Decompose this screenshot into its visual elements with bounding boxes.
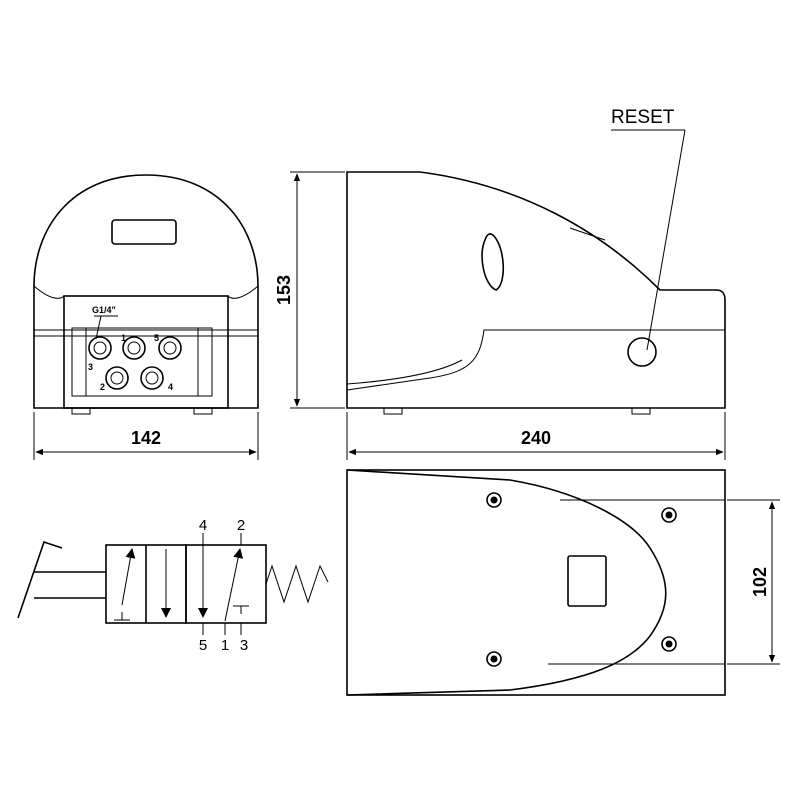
dimension-width-top: 102 bbox=[750, 567, 770, 597]
valve-symbol: 4 2 5 1 3 bbox=[17, 517, 329, 654]
front-label-window bbox=[111, 219, 177, 245]
valve-position-right bbox=[185, 544, 267, 624]
port-label-5: 5 bbox=[154, 333, 159, 343]
symbol-port-2: 2 bbox=[237, 517, 245, 534]
reset-label: RESET bbox=[611, 107, 675, 128]
screw-head bbox=[661, 507, 677, 523]
reset-leader-line bbox=[646, 129, 686, 351]
front-view: G1/4" 1 5 3 2 4 142 bbox=[33, 174, 259, 460]
pedal-profile bbox=[346, 329, 725, 391]
thread-size-label: G1/4" bbox=[92, 305, 116, 315]
top-label-window bbox=[567, 555, 607, 607]
dimension-length-side: 240 bbox=[521, 428, 551, 448]
symbol-port-3: 3 bbox=[240, 637, 248, 654]
front-view-outline bbox=[33, 174, 259, 409]
pedal-top-profile bbox=[346, 469, 667, 696]
top-view-outline bbox=[346, 469, 726, 696]
symbol-port-1: 1 bbox=[221, 637, 229, 654]
front-port-plate bbox=[63, 295, 229, 409]
port-fitting bbox=[105, 366, 129, 390]
screw-head bbox=[486, 492, 502, 508]
reset-button bbox=[627, 337, 657, 367]
side-view-outline bbox=[346, 171, 726, 409]
pedal-actuator bbox=[17, 540, 63, 619]
symbol-port-4: 4 bbox=[199, 517, 207, 534]
port-fitting bbox=[122, 336, 146, 360]
side-slot bbox=[481, 233, 505, 291]
return-spring bbox=[265, 564, 329, 604]
symbol-port-5: 5 bbox=[199, 637, 207, 654]
port-label-2: 2 bbox=[100, 382, 105, 392]
screw-head bbox=[661, 636, 677, 652]
port-label-3: 3 bbox=[88, 362, 93, 372]
port-label-1: 1 bbox=[121, 333, 126, 343]
port-label-4: 4 bbox=[168, 382, 173, 392]
dimension-width-front: 142 bbox=[131, 428, 161, 448]
front-manifold bbox=[71, 327, 213, 397]
port-fitting bbox=[88, 336, 112, 360]
screw-head bbox=[486, 651, 502, 667]
top-view: 102 bbox=[346, 469, 780, 696]
port-fitting bbox=[140, 366, 164, 390]
dimension-height-side: 153 bbox=[274, 275, 294, 305]
port-fitting bbox=[158, 336, 182, 360]
side-view: RESET 153 240 bbox=[274, 107, 726, 460]
